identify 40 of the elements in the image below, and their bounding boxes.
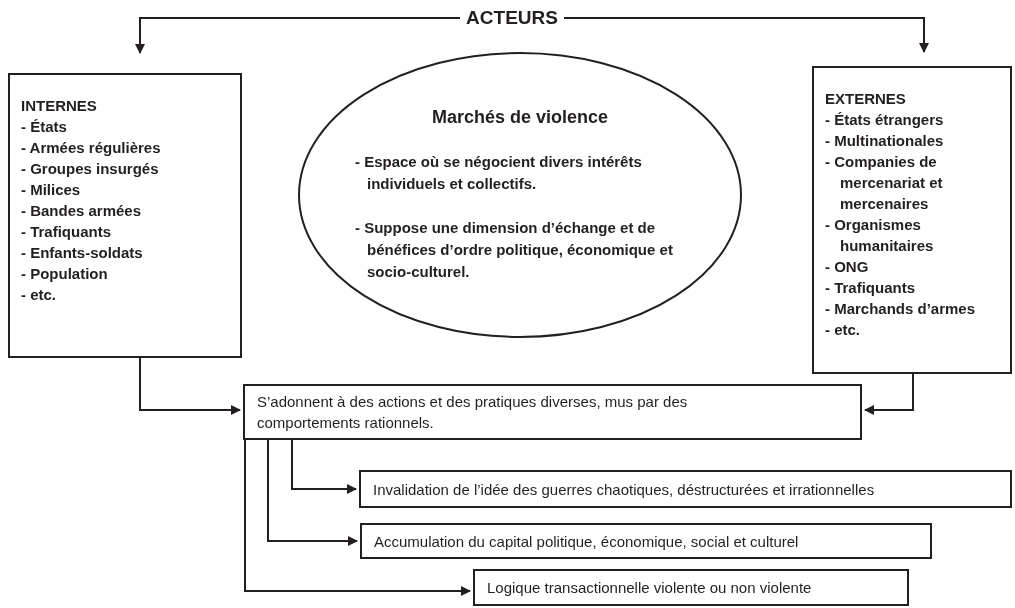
arrow [864, 373, 914, 415]
list-item: - Armées régulières [21, 138, 162, 158]
arrow [139, 357, 241, 415]
text-box [360, 523, 932, 559]
list-item: - États étrangers [825, 110, 945, 130]
actor-list-box [812, 66, 1012, 374]
box-text: Invalidation de l’idée des guerres chaotiques, déstructurées et irrationnelles [373, 479, 876, 500]
list-item: - États [21, 117, 68, 137]
heading-label: ACTEURS [462, 4, 562, 32]
box-text: Logique transactionnelle violente ou non violente [487, 578, 813, 598]
box-text: S’adonnent à des actions et des pratiques diverses, mus par des comportements rationnels. [257, 392, 689, 433]
ellipse-title: Marchés de violence [431, 106, 609, 129]
ellipse-bullet: - Suppose une dimension d’échange et de bénéfices d’ordre politique, économique et socio-culturel. [355, 218, 674, 282]
list-item: - Marchands d’armes [825, 299, 977, 319]
list-item: - etc. [21, 285, 57, 305]
list-item: - etc. [825, 320, 861, 340]
actor-list-box [8, 73, 242, 358]
list-item: - ONG [825, 257, 870, 277]
list-item: - Organismes humanitaires [825, 215, 935, 256]
arrow [267, 439, 358, 546]
text-box [243, 384, 862, 440]
list-heading: EXTERNES [825, 89, 907, 109]
arrow [135, 17, 461, 54]
list-item: - Population [21, 264, 109, 284]
list-item: - Trafiquants [825, 278, 916, 298]
arrow [244, 439, 471, 596]
list-item: - Groupes insurgés [21, 159, 160, 179]
list-item: - Bandes armées [21, 201, 143, 221]
arrow [563, 17, 929, 53]
list-heading: INTERNES [21, 96, 98, 116]
arrow [291, 439, 357, 494]
text-box [359, 470, 1012, 508]
list-item: - Companies de mercenariat et mercenaires [825, 152, 944, 214]
list-item: - Trafiquants [21, 222, 112, 242]
ellipse-bullet: - Espace où se négocient divers intérêts individuels et collectifs. [355, 152, 643, 194]
text-box [473, 569, 909, 606]
box-text: Accumulation du capital politique, économique, social et culturel [374, 531, 800, 552]
list-item: - Milices [21, 180, 82, 200]
list-item: - Enfants-soldats [21, 243, 144, 263]
list-item: - Multinationales [825, 131, 945, 151]
